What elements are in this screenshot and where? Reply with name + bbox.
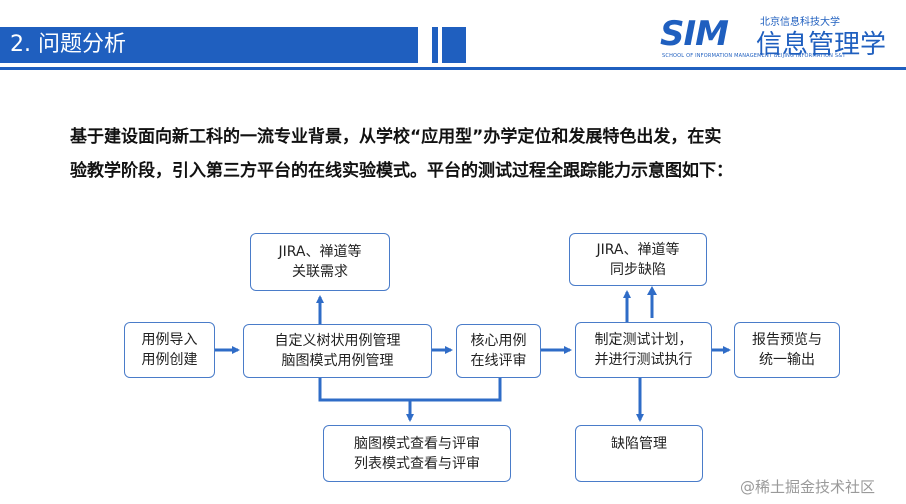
node-text: 脑图模式用例管理 <box>281 353 394 369</box>
node-text: JIRA、禅道等 <box>596 241 680 258</box>
node-core-case-review: 核心用例 在线评审 <box>456 324 541 378</box>
header-accent-block <box>442 27 466 63</box>
header-accent-block <box>432 27 438 63</box>
school-logo: SIM 北京信息科技大学 信息管理学 SCHOOL OF INFORMATION… <box>660 10 906 66</box>
node-case-import: 用例导入 用例创建 <box>124 322 215 378</box>
node-text: 自定义树状用例管理 <box>274 333 401 349</box>
node-jira-requirements: JIRA、禅道等 关联需求 <box>250 233 390 291</box>
node-text: 并进行测试执行 <box>594 352 693 368</box>
node-text: 用例创建 <box>141 352 198 368</box>
node-text: JIRA、禅道等 <box>278 244 362 260</box>
section-title: 2. 问题分析 <box>10 32 126 57</box>
node-text: 制定测试计划， <box>594 332 693 348</box>
node-test-plan: 制定测试计划， 并进行测试执行 <box>575 322 712 378</box>
logo-university-name: 北京信息科技大学 <box>760 17 840 28</box>
node-text: 核心用例 <box>470 333 527 349</box>
header-divider <box>0 67 906 70</box>
arrowhead-jira-bug-up <box>647 286 657 295</box>
node-text: 脑图模式查看与评审 <box>354 435 480 452</box>
watermark: @稀土掘金技术社区 <box>740 478 876 496</box>
logo-mark: SIM <box>660 14 729 54</box>
intro-line-1: 基于建设面向新工科的一流专业背景，从学校“应用型”办学定位和发展特色出发，在实 <box>70 127 722 147</box>
intro-line-2: 验教学阶段，引入第三方平台的在线实验模式。平台的测试过程全跟踪能力示意图如下： <box>70 161 733 181</box>
node-text: 同步缺陷 <box>610 261 666 278</box>
node-text: 在线评审 <box>470 353 527 369</box>
connector-bottom-branch <box>318 378 502 402</box>
node-text: 列表模式查看与评审 <box>354 455 480 472</box>
node-view-and-review: 脑图模式查看与评审 列表模式查看与评审 <box>323 425 511 482</box>
node-text: 关联需求 <box>292 264 348 280</box>
logo-school-name: 信息管理学 <box>756 30 887 60</box>
intro-paragraph: 基于建设面向新工科的一流专业背景，从学校“应用型”办学定位和发展特色出发，在实 … <box>70 120 870 188</box>
node-text: 缺陷管理 <box>611 436 667 452</box>
node-tree-case-management: 自定义树状用例管理 脑图模式用例管理 <box>243 324 432 378</box>
node-text: 用例导入 <box>141 332 198 348</box>
node-text: 统一输出 <box>759 352 815 368</box>
logo-english-name: SCHOOL OF INFORMATION MANAGEMENT BEIJING… <box>662 53 846 59</box>
node-defect-management: 缺陷管理 <box>575 425 703 482</box>
node-jira-defects: JIRA、禅道等 同步缺陷 <box>569 233 707 286</box>
node-text: 报告预览与 <box>752 332 822 348</box>
node-report-output: 报告预览与 统一输出 <box>734 322 840 378</box>
section-header-bar: 2. 问题分析 <box>0 27 418 63</box>
